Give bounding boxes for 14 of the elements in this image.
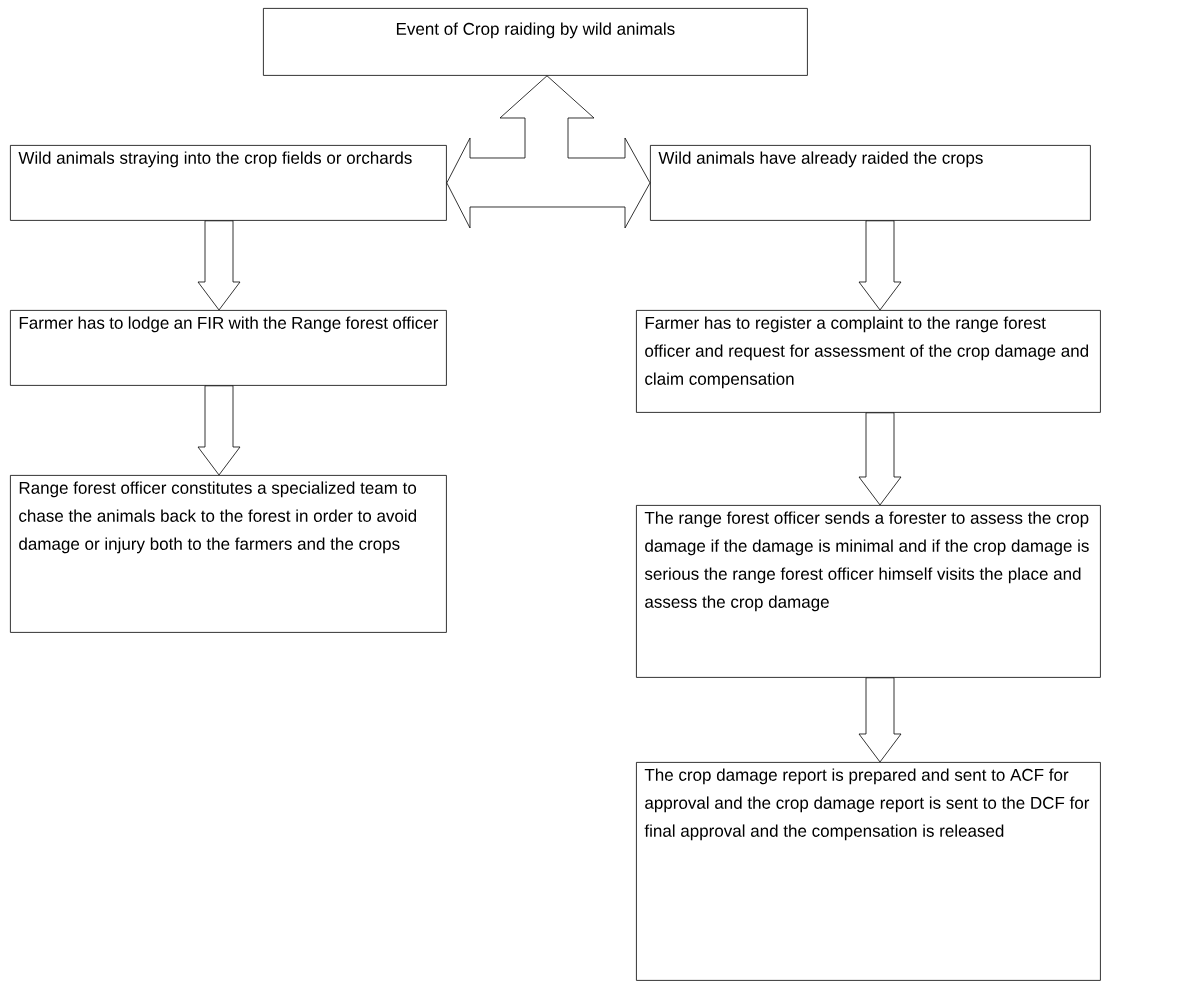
process-box: Event of Crop raiding by wild animals (263, 8, 808, 76)
block-arrow (197, 385, 241, 476)
process-box: The range forest officer sends a forester to assess the crop damage if the damage is minimal and if the crop damage is serious the range forest officer himself visits the place and assess the crop damage (636, 505, 1101, 678)
process-box: The crop damage report is prepared and sent to ACF for approval and the crop damage report is sent to the DCF for final approval and the compensation is released (636, 762, 1101, 981)
process-box: Farmer has to register a complaint to the range forest officer and request for assessment of the crop damage and claim compensation (636, 310, 1101, 413)
process-box: Farmer has to lodge an FIR with the Range forest officer (10, 310, 447, 386)
double-arrow (446, 75, 651, 229)
process-box: Wild animals straying into the crop fields or orchards (10, 145, 447, 221)
block-arrow (858, 412, 902, 506)
block-arrow (197, 220, 241, 311)
process-box: Wild animals have already raided the crops (650, 145, 1091, 221)
block-arrow (858, 677, 902, 763)
process-box: Range forest officer constitutes a specialized team to chase the animals back to the forest in order to avoid damage or injury both to the farmers and the crops (10, 475, 447, 633)
block-arrow (858, 220, 902, 311)
